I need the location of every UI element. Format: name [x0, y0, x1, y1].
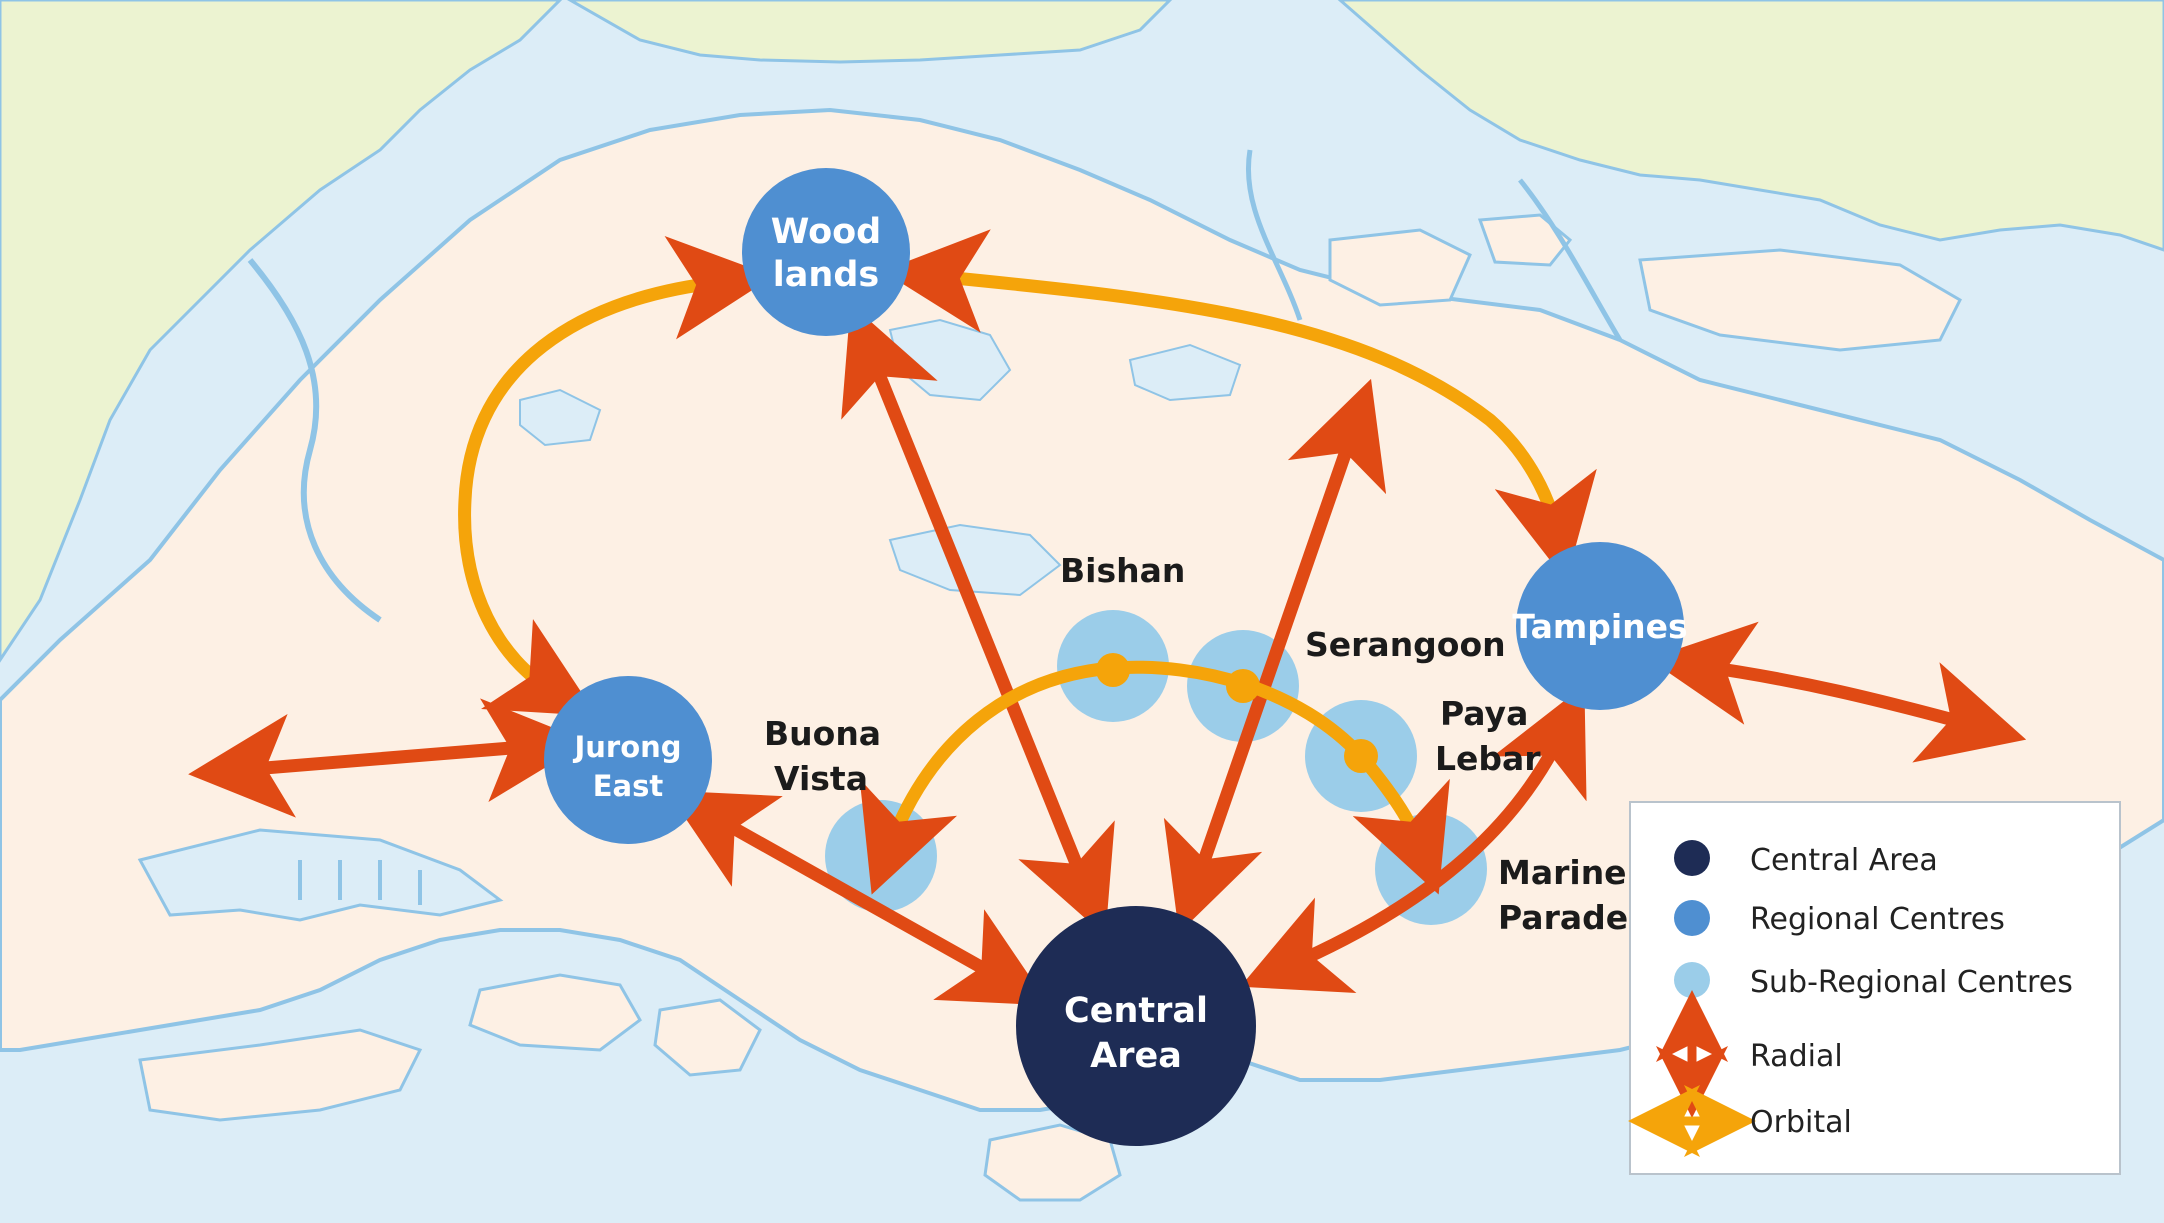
sw-pier-1	[298, 860, 422, 905]
central-area-centre[interactable]	[1016, 906, 1256, 1146]
serangoon-label: Serangoon	[1305, 625, 1506, 664]
junction-serangoon	[1226, 669, 1260, 703]
radial-arrow-east	[1648, 621, 2027, 763]
mainland-west	[0, 0, 563, 663]
paya-lebar-label-line1: Paya	[1440, 694, 1528, 733]
orbital-arrow-north	[882, 229, 1597, 581]
orbital-junctions	[1096, 653, 1378, 773]
tampines-label: Tampines	[1512, 607, 1687, 646]
legend-item-regional: Regional Centres	[1674, 900, 2005, 937]
legend-label-subregional-centres: Sub-Regional Centres	[1750, 965, 2073, 1000]
legend-dot-central	[1674, 840, 1710, 876]
tampines-centre[interactable]	[1516, 542, 1684, 710]
woodlands-label-line1: Wood	[771, 212, 882, 252]
marine-parade-label-line2: Parade	[1498, 898, 1628, 937]
central-area-label-line1: Central	[1064, 991, 1208, 1031]
radial-arrow-tampines	[1240, 685, 1587, 993]
paya-lebar-label-line2: Lebar	[1435, 739, 1541, 778]
mainland-central	[566, 0, 1173, 64]
junction-paya-lebar	[1344, 739, 1378, 773]
legend-label-central-area: Central Area	[1750, 843, 1938, 878]
orbital-arrows	[458, 229, 1597, 895]
legend-dot-regional	[1674, 900, 1710, 936]
sentosa-island	[983, 1123, 1122, 1202]
marine-parade-label-line1: Marine	[1498, 853, 1627, 892]
legend-item-central-area: Central Area	[1674, 840, 1938, 878]
radial-arrow-west	[188, 698, 588, 818]
southern-island-2	[468, 973, 642, 1052]
buona-vista-label-line2: Vista	[774, 759, 868, 798]
central-area-label-line2: Area	[1090, 1036, 1182, 1076]
jurong-east-centre[interactable]	[544, 676, 712, 844]
sw-harbour	[137, 828, 504, 922]
legend-label-orbital: Orbital	[1750, 1105, 1852, 1140]
regional-centres	[544, 168, 1684, 844]
southern-island-1	[138, 1028, 423, 1122]
junction-bishan	[1096, 653, 1130, 687]
legend-label-regional-centres: Regional Centres	[1750, 902, 2005, 937]
woodlands-centre[interactable]	[742, 168, 910, 336]
radial-arrow-jurong	[666, 790, 1050, 1006]
bishan-label: Bishan	[1060, 551, 1185, 590]
jurong-east-label-line1: Jurong	[572, 730, 681, 764]
legend-label-radial: Radial	[1750, 1039, 1843, 1074]
legend: Central Area Regional Centres Sub-Region…	[1628, 801, 2121, 1175]
mainland-east	[1337, 0, 2164, 252]
orbital-arrow-west	[458, 236, 774, 717]
river-west	[247, 258, 382, 623]
woodlands-label-line2: lands	[773, 255, 879, 295]
jurong-east-label-line2: East	[593, 769, 664, 803]
legend-item-subregional: Sub-Regional Centres	[1674, 962, 2073, 1000]
legend-dot-subregional	[1674, 962, 1710, 998]
island-ne-2	[1638, 248, 1962, 352]
orbital-arrow-inner	[859, 660, 1450, 895]
legend-item-orbital: Orbital	[1628, 1085, 1852, 1157]
legend-item-radial: Radial	[1656, 990, 1843, 1118]
buona-vista-label-line1: Buona	[764, 714, 881, 753]
